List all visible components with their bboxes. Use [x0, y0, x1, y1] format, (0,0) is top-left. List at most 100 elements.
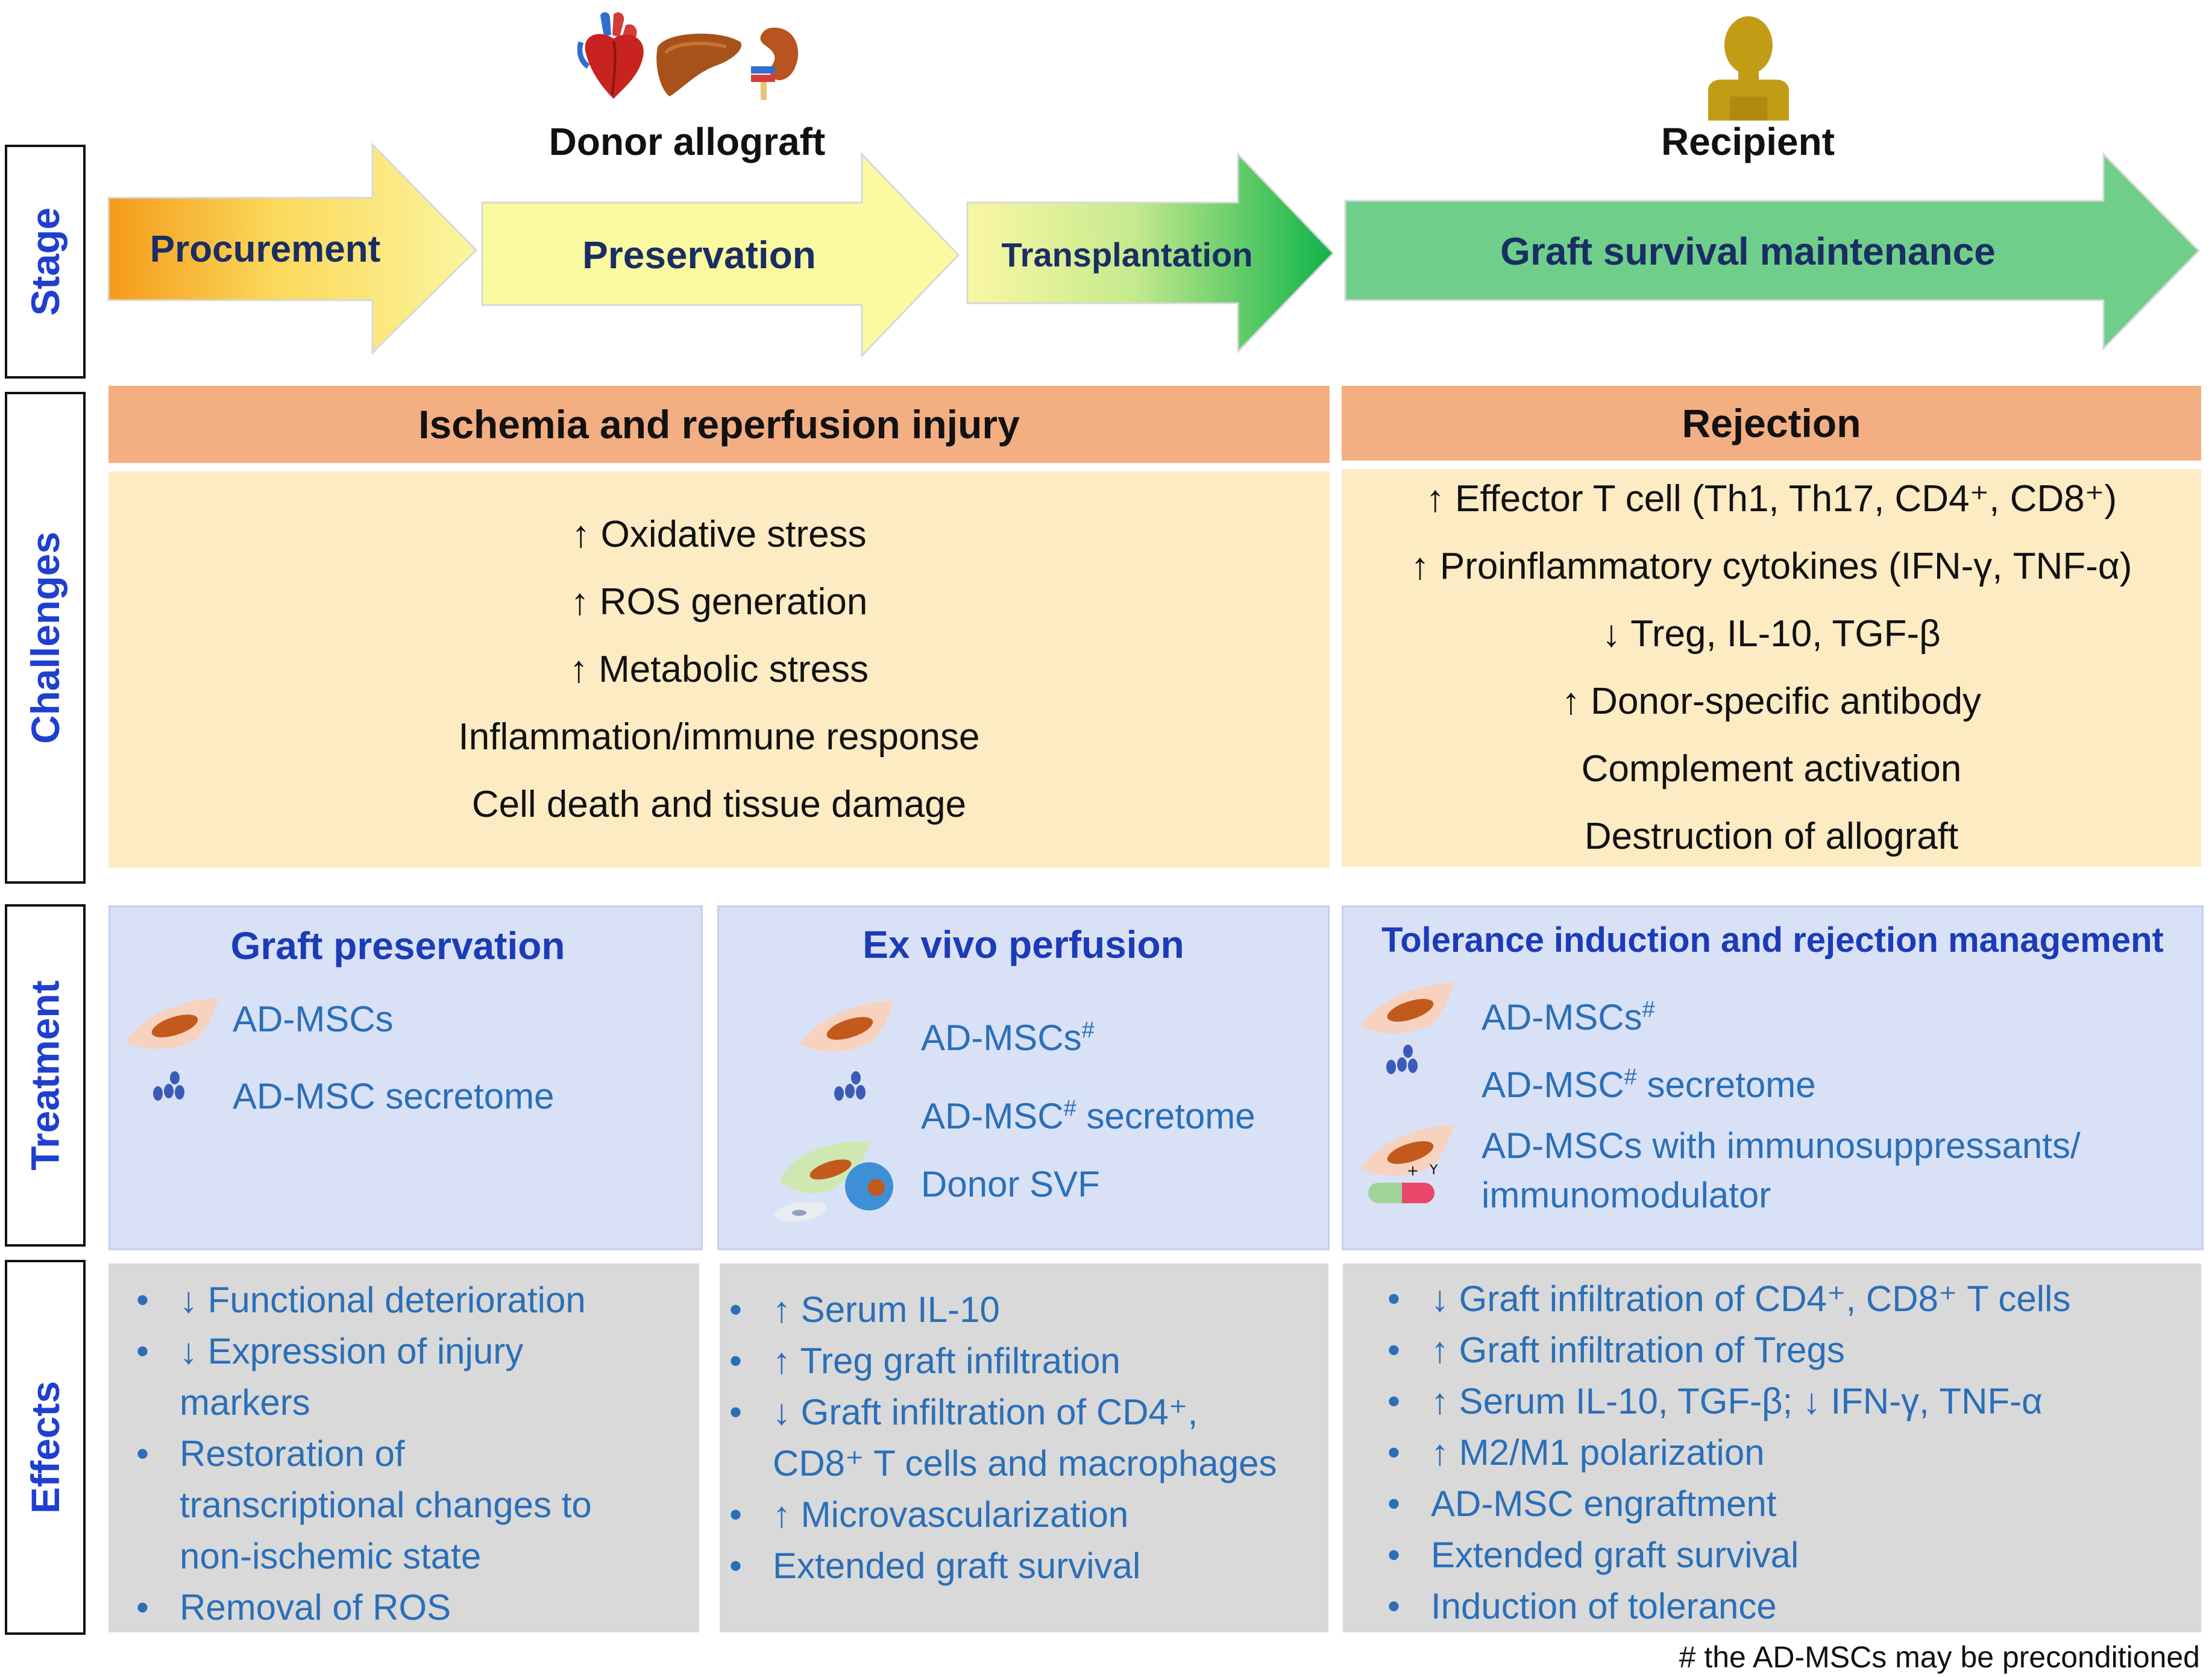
bullet-icon: •	[729, 1341, 743, 1381]
challenge-item: ↑ Donor-specific antibody	[1561, 681, 1982, 722]
donor-allograft-label: Donor allograft	[548, 120, 826, 163]
row-label-stage: Stage	[5, 145, 86, 379]
challenge-list-ischemia: ↑ Oxidative stress ↑ ROS generation ↑ Me…	[108, 471, 1330, 868]
footnote: # the AD-MSCs may be preconditioned	[1679, 1640, 2200, 1674]
treatment-title-ex-vivo-perfusion: Ex vivo perfusion	[862, 923, 1184, 966]
effects-list-tolerance-induction: •↓ Graft infiltration of CD4⁺, CD8⁺ T ce…	[1372, 1273, 2070, 1632]
list-item: •↑ Treg graft infiltration	[714, 1335, 1277, 1386]
secretome-vesicles-icon	[1386, 1045, 1418, 1074]
stage-label-preservation: Preservation	[582, 233, 816, 277]
challenge-item: ↑ Proinflammatory cytokines (IFN-γ, TNF-…	[1410, 546, 2132, 587]
list-item: •↓ Graft infiltration of CD4⁺,CD8⁺ T cel…	[714, 1386, 1277, 1489]
challenge-list-rejection: ↑ Effector T cell (Th1, Th17, CD4⁺, CD8⁺…	[1342, 469, 2201, 867]
row-label-effects: Effects	[5, 1260, 86, 1635]
bullet-icon: •	[1387, 1535, 1401, 1575]
list-item: •↑ Serum IL-10	[714, 1284, 1277, 1335]
challenge-item: Cell death and tissue damage	[471, 784, 967, 825]
person-icon	[1708, 16, 1789, 121]
challenge-item: ↓ Treg, IL-10, TGF-β	[1602, 613, 1941, 655]
treatment-item: Donor SVF	[921, 1164, 1100, 1204]
bullet-icon: •	[729, 1546, 743, 1586]
bullet-icon: •	[1387, 1586, 1401, 1626]
treatment-item: AD-MSC# secretome	[921, 1096, 1255, 1136]
msc-cell-icon	[1361, 983, 1455, 1034]
list-item: •Extended graft survival	[714, 1540, 1277, 1591]
list-item: •↓ Functional deterioration	[121, 1274, 592, 1326]
svg-text:+: +	[1407, 1162, 1419, 1179]
list-item: •AD-MSC engraftment	[1372, 1478, 2070, 1529]
stage-arrow-transplantation	[966, 152, 1335, 354]
heart-icon	[577, 12, 644, 99]
effects-box-tolerance-induction	[1343, 1263, 2201, 1632]
treatment-box-tolerance-induction	[1342, 905, 2204, 1250]
bullet-icon: •	[729, 1392, 743, 1432]
bullet-icon: •	[136, 1587, 149, 1628]
effects-box-ex-vivo-perfusion	[720, 1263, 1328, 1632]
challenge-header-ischemia: Ischemia and reperfusion injury	[108, 386, 1330, 463]
stage-arrows	[107, 142, 2201, 358]
challenge-item: Inflammation/immune response	[458, 716, 980, 758]
list-item: •Removal of ROS	[121, 1582, 592, 1633]
list-item: •↑ Graft infiltration of Tregs	[1372, 1324, 2070, 1376]
bullet-icon: •	[1387, 1432, 1401, 1473]
bullet-icon: •	[1387, 1484, 1401, 1524]
bullet-icon: •	[136, 1331, 149, 1371]
treatment-box-graft-preservation	[108, 905, 703, 1250]
challenge-header-rejection: Rejection	[1342, 386, 2201, 461]
list-item: •↑ M2/M1 polarization	[1372, 1427, 2070, 1478]
stage-label-transplantation: Transplantation	[1001, 236, 1253, 274]
msc-cell-icon	[1361, 1125, 1455, 1176]
row-label-treatment-text: Treatment	[23, 980, 68, 1171]
bullet-icon: •	[1387, 1381, 1401, 1421]
treatment-title-graft-preservation: Graft preservation	[230, 924, 565, 968]
treatment-item: AD-MSCs	[233, 999, 394, 1039]
challenge-item: ↑ Oxidative stress	[571, 514, 867, 555]
challenge-item: Destruction of allograft	[1584, 816, 1959, 857]
list-item: •Extended graft survival	[1372, 1529, 2070, 1581]
secretome-vesicles-icon	[834, 1071, 866, 1101]
treatment-item: AD-MSC secretome	[233, 1076, 555, 1116]
stage-label-graft-survival: Graft survival maintenance	[1500, 230, 1996, 273]
treatment-item: AD-MSCs with immunosuppressants/	[1481, 1125, 2081, 1166]
challenge-item: ↑ Effector T cell (Th1, Th17, CD4⁺, CD8⁺…	[1425, 478, 2117, 520]
treatment-item: AD-MSCs#	[1481, 997, 1655, 1037]
row-label-challenges: Challenges	[5, 392, 86, 884]
stage-arrow-graft-survival	[1344, 152, 2201, 351]
svf-cells-icon	[774, 1141, 893, 1221]
list-item: •↑ Serum IL-10, TGF-β; ↓ IFN-γ, TNF-α	[1372, 1376, 2070, 1427]
msc-cell-icon	[800, 1001, 894, 1052]
effects-list-graft-preservation: •↓ Functional deterioration •↓ Expressio…	[121, 1274, 592, 1633]
bullet-icon: •	[1387, 1330, 1401, 1370]
list-item: •↓ Graft infiltration of CD4⁺, CD8⁺ T ce…	[1372, 1273, 2070, 1324]
stage-arrow-preservation	[481, 152, 960, 358]
kidney-icon	[751, 27, 799, 100]
challenge-item: Complement activation	[1581, 748, 1962, 790]
recipient-label: Recipient	[1661, 120, 1835, 163]
svg-text:Y: Y	[1429, 1163, 1438, 1178]
bullet-icon: •	[1387, 1279, 1401, 1319]
treatment-item: AD-MSCs#	[921, 1018, 1095, 1058]
challenge-item: ↑ ROS generation	[570, 581, 868, 623]
row-label-effects-text: Effects	[23, 1380, 68, 1514]
stage-arrow-procurement	[107, 142, 478, 355]
bullet-icon: •	[729, 1494, 743, 1535]
treatment-title-tolerance-induction: Tolerance induction and rejection manage…	[1381, 920, 2164, 960]
treatment-item: immunomodulator	[1481, 1175, 1771, 1215]
drug-capsule-icon: + Y	[1368, 1162, 1438, 1203]
effects-box-graft-preservation	[108, 1263, 699, 1632]
bullet-icon: •	[136, 1280, 149, 1320]
challenge-item: ↑ Metabolic stress	[569, 649, 869, 690]
msc-cell-icon	[125, 998, 219, 1049]
bullet-icon: •	[136, 1433, 149, 1474]
row-label-treatment: Treatment	[5, 904, 86, 1247]
stage-label-procurement: Procurement	[149, 228, 381, 270]
effects-list-ex-vivo-perfusion: •↑ Serum IL-10 •↑ Treg graft infiltratio…	[714, 1284, 1277, 1591]
liver-icon	[656, 33, 742, 96]
row-label-challenges-text: Challenges	[23, 531, 68, 744]
bullet-icon: •	[729, 1289, 743, 1330]
secretome-vesicles-icon	[153, 1071, 184, 1101]
list-item: •↑ Microvascularization	[714, 1489, 1277, 1540]
list-item: •Induction of tolerance	[1372, 1581, 2070, 1632]
